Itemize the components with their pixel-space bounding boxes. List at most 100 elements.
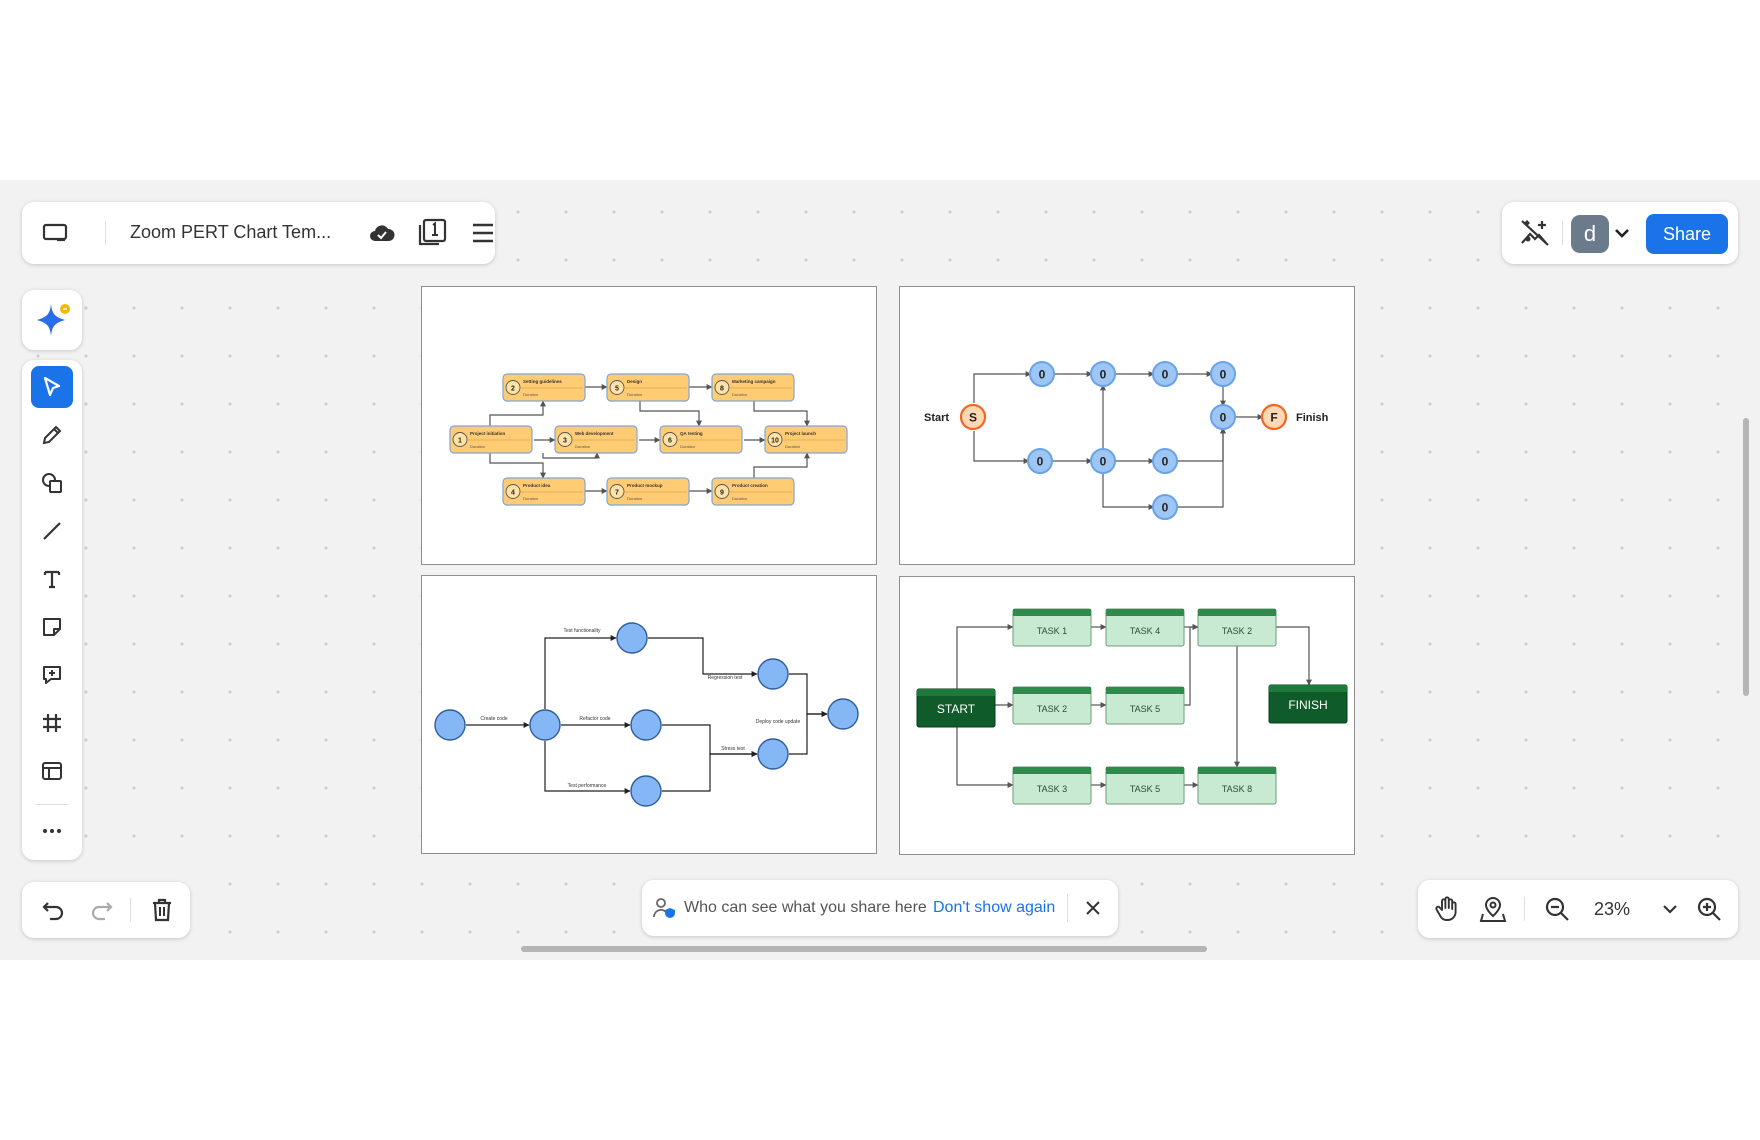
sticky-note-tool[interactable] — [31, 606, 73, 648]
task-number-badge — [714, 380, 730, 395]
event-node — [1152, 361, 1178, 387]
undo-icon[interactable] — [38, 894, 70, 926]
event-node-value: 0 — [1162, 368, 1169, 382]
close-icon[interactable] — [1080, 895, 1106, 921]
redo-icon[interactable] — [85, 894, 117, 926]
tool-panel — [22, 360, 82, 860]
task-node — [554, 425, 638, 454]
event-node — [1029, 361, 1055, 387]
task-number: 9 — [720, 490, 724, 497]
task-node-header — [1013, 767, 1091, 774]
task-title: Setting guidelines — [523, 379, 562, 384]
task-duration: Duration — [732, 392, 747, 397]
select-tool[interactable] — [31, 366, 73, 408]
task-duration: Duration — [680, 444, 695, 449]
task-number: 7 — [615, 490, 619, 497]
pages-icon[interactable] — [415, 217, 449, 249]
task-title: Design — [627, 379, 642, 384]
event-node — [1152, 448, 1178, 474]
task-number-badge — [557, 432, 573, 447]
trash-icon[interactable] — [146, 894, 178, 926]
ai-assistant-panel — [22, 290, 82, 350]
task-number: 4 — [511, 490, 515, 497]
task-number: 1 — [458, 438, 462, 445]
separator — [1067, 894, 1068, 922]
separator — [130, 898, 131, 922]
task-duration: Duration — [732, 496, 747, 501]
event-node — [1210, 404, 1236, 430]
whiteboard-canvas[interactable] — [0, 180, 1760, 960]
task-title: QA testing — [680, 431, 703, 436]
task-node — [449, 425, 533, 454]
task-node — [606, 373, 690, 402]
zoom-out-icon[interactable] — [1542, 894, 1572, 924]
hamburger-menu-icon[interactable] — [469, 219, 497, 247]
activity-label: Test performance — [568, 783, 607, 789]
pen-icon — [40, 423, 64, 447]
dont-show-again-link[interactable]: Don't show again — [933, 899, 1056, 916]
finish-node-label: FINISH — [1288, 698, 1327, 712]
connector-arrow — [662, 751, 758, 792]
user-avatar[interactable]: d — [1571, 215, 1609, 253]
chevron-down-icon[interactable] — [1660, 899, 1680, 919]
cloud-saved-icon[interactable] — [367, 219, 397, 249]
history-toolbar — [22, 882, 190, 938]
task-number: 6 — [668, 438, 672, 445]
event-node — [757, 658, 789, 690]
activity-label: Create code — [480, 716, 507, 722]
connector-arrow — [753, 401, 810, 427]
task-title: Project initiation — [470, 431, 506, 436]
task-node — [502, 373, 586, 402]
task-node-header — [1013, 687, 1091, 694]
task-node-label: TASK 2 — [1037, 704, 1067, 714]
event-node — [630, 775, 662, 807]
connector-arrow — [956, 624, 1014, 689]
frame-tool[interactable] — [31, 702, 73, 744]
line-tool[interactable] — [31, 510, 73, 552]
zoom-level[interactable]: 23% — [1593, 899, 1631, 919]
text-tool[interactable] — [31, 558, 73, 600]
shapes-tool[interactable] — [31, 462, 73, 504]
pen-tool[interactable] — [31, 414, 73, 456]
location-pin-icon[interactable] — [1478, 894, 1508, 924]
connector-arrow — [1276, 626, 1312, 686]
task-title: Product mockup — [627, 483, 663, 488]
task-node-label: TASK 8 — [1222, 784, 1252, 794]
task-number: 10 — [771, 438, 779, 445]
more-tools-button[interactable] — [31, 810, 73, 852]
connector-arrow — [544, 635, 617, 709]
template-tool[interactable] — [31, 750, 73, 792]
chevron-down-icon[interactable] — [1613, 224, 1631, 242]
event-node-value: 0 — [1100, 455, 1107, 469]
share-button[interactable]: Share — [1646, 214, 1728, 254]
board-menu-icon[interactable] — [40, 218, 70, 248]
vertical-scrollbar[interactable] — [1743, 418, 1749, 696]
event-node — [757, 738, 789, 770]
ai-sparkle-icon[interactable] — [33, 300, 73, 340]
ai-image-icon[interactable] — [1518, 217, 1552, 249]
document-title[interactable]: Zoom PERT Chart Tem... — [130, 222, 332, 242]
event-node — [630, 709, 662, 741]
task-duration: Duration — [627, 392, 642, 397]
finish-node-letter: F — [1270, 411, 1277, 425]
start-node-label: START — [937, 702, 976, 716]
zoom-in-icon[interactable] — [1694, 894, 1724, 924]
comment-tool[interactable] — [31, 654, 73, 696]
task-node — [659, 425, 743, 454]
hand-icon[interactable] — [1432, 894, 1462, 924]
event-node — [1027, 448, 1053, 474]
task-title: Marketing campaign — [732, 379, 776, 384]
horizontal-scrollbar[interactable] — [521, 946, 1207, 952]
connector-arrow — [973, 431, 1030, 464]
task-node-label: TASK 4 — [1130, 626, 1160, 636]
separator — [105, 221, 106, 245]
finish-node — [1260, 403, 1288, 431]
event-node — [1090, 448, 1116, 474]
event-node-value: 0 — [1220, 411, 1227, 425]
